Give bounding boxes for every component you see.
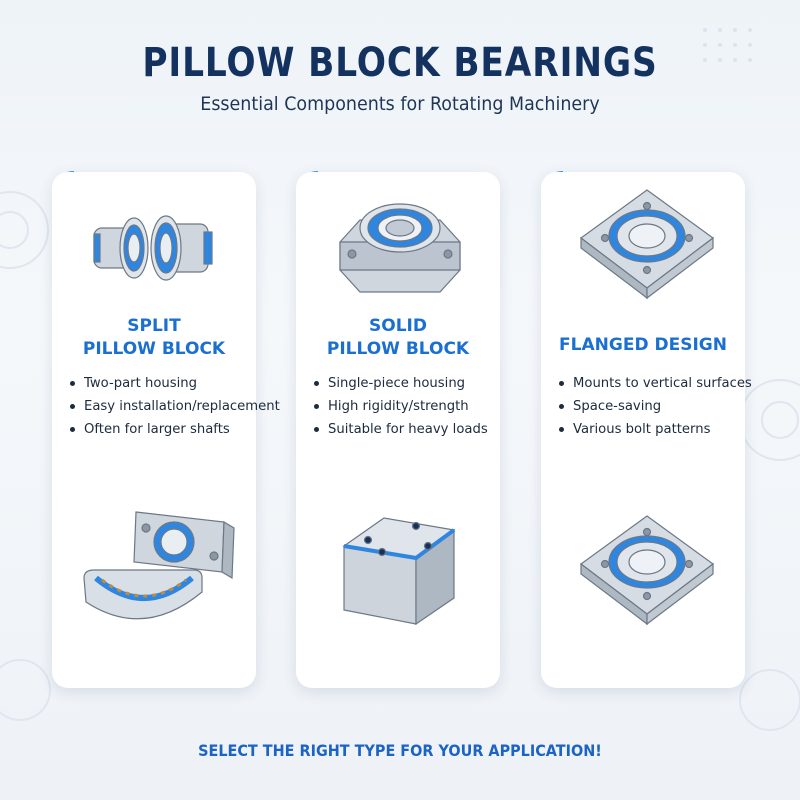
list-item: Often for larger shafts xyxy=(68,418,280,441)
card-solid-pillow-block: SOLID PILLOW BLOCK Single-piece housing … xyxy=(296,172,500,688)
feature-list: Two-part housing Easy installation/repla… xyxy=(68,372,280,441)
list-item: High rigidity/strength xyxy=(312,395,488,418)
split-bearing-halves-icon xyxy=(93,215,213,281)
square-flange-bearing-icon xyxy=(579,189,715,300)
card-title-line1: FLANGED DESIGN xyxy=(559,335,727,355)
gear-outline-icon xyxy=(0,659,51,721)
card-title-line1: SPLIT xyxy=(127,316,181,336)
list-item: Easy installation/replacement xyxy=(68,395,280,418)
square-flange-bearing-icon xyxy=(579,515,715,626)
page-subtitle: Essential Components for Rotating Machin… xyxy=(200,93,600,115)
page-title: PILLOW BLOCK BEARINGS xyxy=(142,40,658,86)
split-housing-open-icon xyxy=(83,511,235,620)
list-item: Single-piece housing xyxy=(312,372,488,395)
feature-list: Single-piece housing High rigidity/stren… xyxy=(312,372,488,441)
card-split-pillow-block: SPLIT PILLOW BLOCK Two-part housing Easy… xyxy=(52,172,280,688)
card-title: FLANGED DESIGN xyxy=(541,334,745,357)
card-title-line2: PILLOW BLOCK xyxy=(326,339,470,359)
solid-block-housing-icon xyxy=(342,517,456,626)
card-title: SOLID PILLOW BLOCK xyxy=(296,315,500,361)
card-title-line1: SOLID xyxy=(369,316,427,336)
card-title-line2: PILLOW BLOCK xyxy=(82,339,226,359)
list-item: Space-saving xyxy=(557,395,752,418)
card-title: SPLIT PILLOW BLOCK xyxy=(52,315,256,361)
list-item: Suitable for heavy loads xyxy=(312,418,488,441)
feature-list: Mounts to vertical surfaces Space-saving… xyxy=(557,372,752,441)
list-item: Two-part housing xyxy=(68,372,280,395)
card-flanged-design: FLANGED DESIGN Mounts to vertical surfac… xyxy=(541,172,752,688)
gear-outline-icon xyxy=(0,191,49,269)
gear-outline-icon xyxy=(739,669,800,731)
list-item: Various bolt patterns xyxy=(557,418,752,441)
call-to-action: SELECT THE RIGHT TYPE FOR YOUR APPLICATI… xyxy=(198,741,602,760)
list-item: Mounts to vertical surfaces xyxy=(557,372,752,395)
solid-pillow-block-icon xyxy=(339,203,461,293)
